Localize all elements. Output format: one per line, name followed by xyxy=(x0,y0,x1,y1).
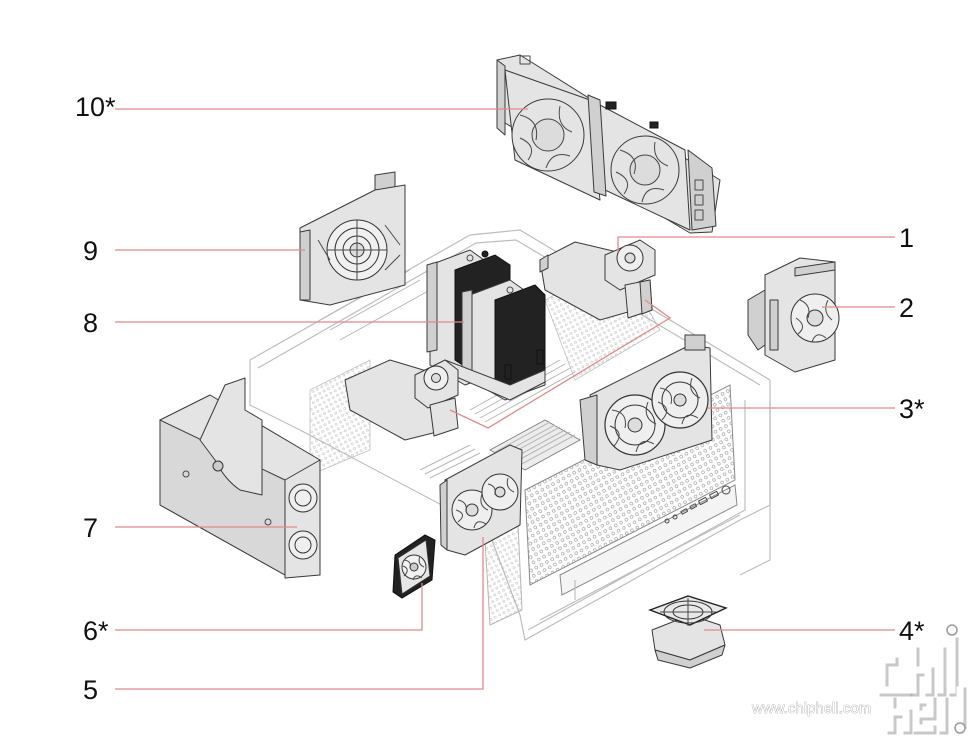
part-2-side-fan-bracket xyxy=(747,257,840,373)
part-6-small-rear-fan xyxy=(392,534,436,599)
part-10-gpu-fan-assembly xyxy=(496,54,721,234)
callout-label-1: 1 xyxy=(899,223,914,253)
leader-line-1 xyxy=(617,236,895,252)
chiphell-watermark: www.chiphell.com xyxy=(751,624,967,735)
callout-label-7: 7 xyxy=(83,513,98,543)
part-9-front-fan-bracket xyxy=(299,171,406,306)
leader-line-1b xyxy=(449,299,672,429)
callout-labels: 10* 9 8 7 6* 5 1 2 3* 4* xyxy=(75,92,925,705)
callout-label-5: 5 xyxy=(83,675,98,705)
callout-label-4: 4* xyxy=(899,616,925,646)
part-1-memory-fan-module-secondary xyxy=(344,359,459,441)
callout-label-10: 10* xyxy=(75,92,116,122)
part-1-memory-fan-module xyxy=(539,239,656,321)
part-3-front-dual-fan-assembly xyxy=(579,334,713,471)
part-7-power-supply xyxy=(159,377,321,579)
callout-label-8: 8 xyxy=(83,308,98,338)
leader-line-6 xyxy=(115,583,423,631)
callout-label-9: 9 xyxy=(83,236,98,266)
chiphell-logo xyxy=(878,624,967,735)
callout-label-2: 2 xyxy=(899,293,914,323)
front-io-ports xyxy=(664,485,731,524)
watermark-site-url: www.chiphell.com xyxy=(751,700,871,717)
callout-label-6: 6* xyxy=(83,616,109,646)
part-8-cpu-cooler xyxy=(426,249,546,401)
part-4-bottom-fan xyxy=(647,595,728,669)
part-5-rear-fan-assembly xyxy=(439,444,523,556)
leader-lines xyxy=(115,108,895,690)
leader-line-5 xyxy=(115,537,484,690)
callout-label-3: 3* xyxy=(899,394,925,424)
